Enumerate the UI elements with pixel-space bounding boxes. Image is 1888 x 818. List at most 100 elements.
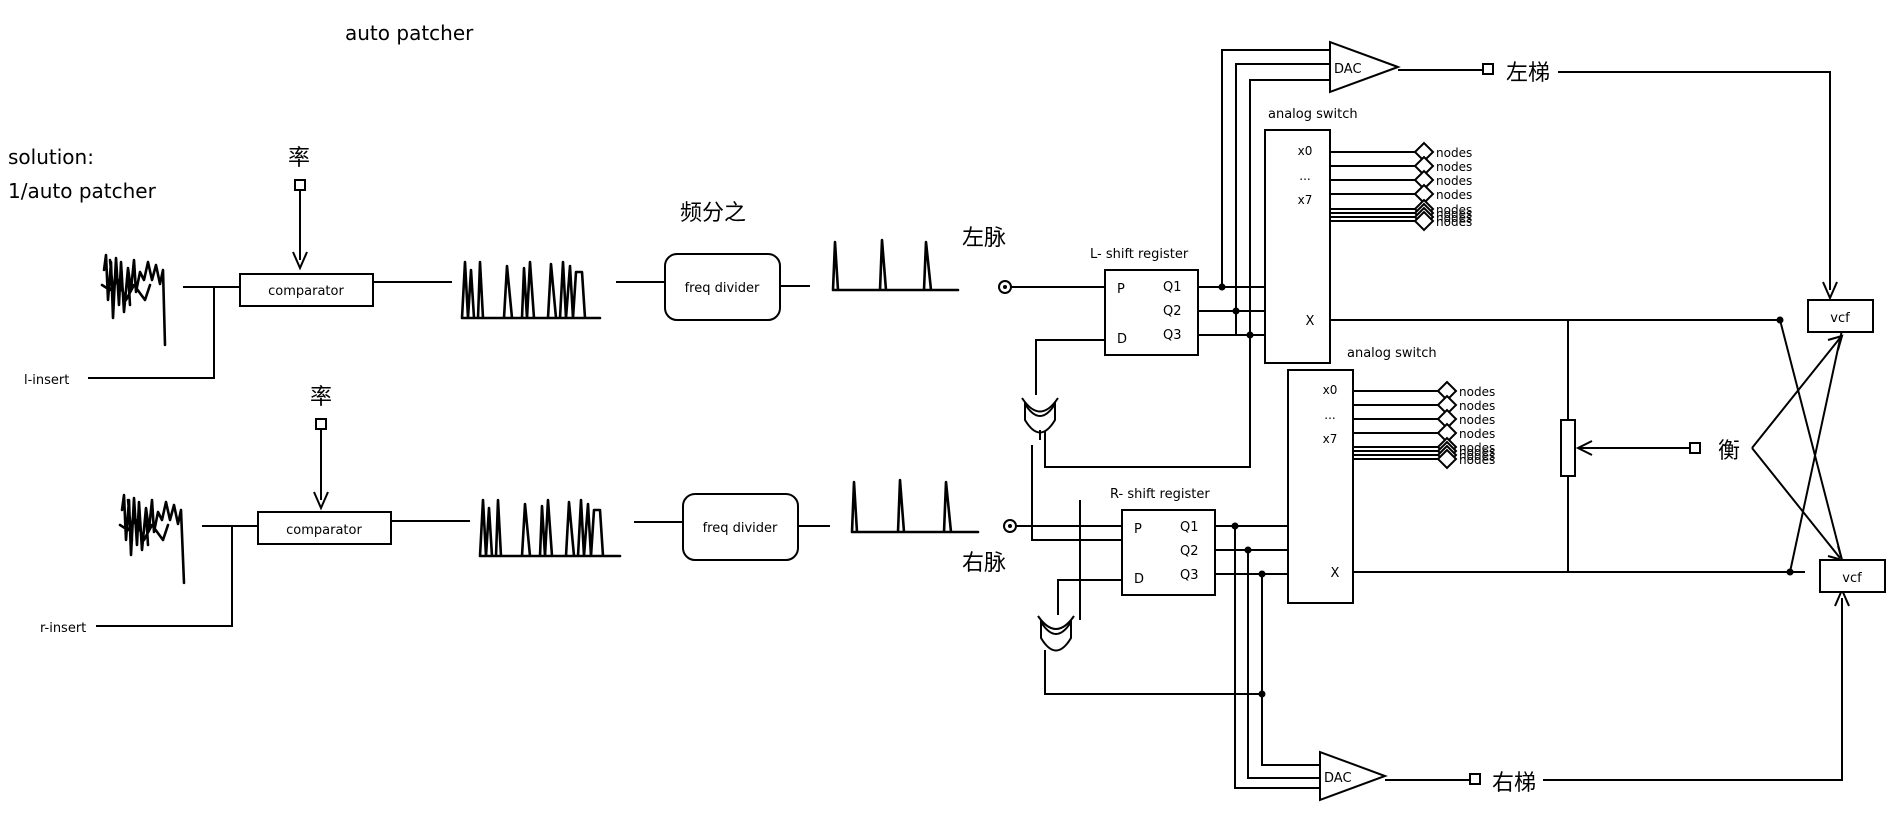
balance-fan-wires bbox=[1751, 337, 1841, 559]
right-feedback-q3 bbox=[1044, 574, 1263, 695]
right-rate-knob[interactable] bbox=[315, 418, 327, 430]
right-node-icon[interactable] bbox=[1436, 394, 1458, 416]
right-node-label: nodes bbox=[1459, 445, 1495, 459]
solution-item: 1/auto patcher bbox=[8, 179, 157, 203]
left-node-icon[interactable] bbox=[1413, 155, 1435, 177]
left-register-label: L- shift register bbox=[1090, 247, 1189, 262]
left-freq-divider-label: freq divider bbox=[685, 281, 760, 296]
left-switch-label: analog switch bbox=[1268, 107, 1358, 122]
left-node-label: nodes bbox=[1436, 203, 1472, 217]
left-vcf-box bbox=[1807, 299, 1874, 333]
balance-potentiometer[interactable] bbox=[1560, 419, 1576, 477]
right-pulse-train bbox=[478, 498, 622, 558]
left-shift-register: L- shift register P D Q1 Q2 Q3 bbox=[1035, 49, 1330, 468]
left-insert-wire bbox=[88, 287, 215, 379]
right-node-icon[interactable] bbox=[1436, 408, 1458, 430]
right-node-label: nodes bbox=[1459, 441, 1495, 455]
right-ladder-jack[interactable] bbox=[1469, 773, 1481, 785]
right-d-input-wire bbox=[1057, 579, 1122, 615]
right-switch-pin-x0: x0 bbox=[1323, 383, 1338, 397]
right-insert-label: r-insert bbox=[40, 621, 86, 636]
right-comparator-box bbox=[257, 511, 392, 545]
left-register-to-dac-wires bbox=[1221, 49, 1330, 335]
left-noise-waveform bbox=[100, 253, 167, 347]
right-dac: DAC 右梯 bbox=[1319, 587, 1850, 802]
left-node-icon[interactable] bbox=[1413, 141, 1435, 163]
right-register-pin-q2: Q2 bbox=[1180, 544, 1199, 559]
right-node-icon[interactable] bbox=[1436, 448, 1458, 470]
right-pulse-label: 右脉 bbox=[962, 551, 1006, 576]
left-feedback-q3 bbox=[1044, 335, 1251, 468]
right-vcf-box bbox=[1819, 559, 1886, 593]
left-node-label: nodes bbox=[1436, 160, 1472, 174]
right-noise-waveform bbox=[118, 493, 186, 585]
left-switch-pin-x: X bbox=[1306, 314, 1315, 329]
left-input-chain: l-insert 率 comparator 频分之 freq divider 左… bbox=[24, 146, 1105, 388]
right-node-label: nodes bbox=[1459, 385, 1495, 399]
right-xor-gate-icon bbox=[1037, 500, 1081, 652]
right-rate-label: 率 bbox=[310, 385, 332, 410]
right-rate-arrow-icon bbox=[313, 491, 329, 511]
right-ladder-label: 右梯 bbox=[1492, 771, 1536, 796]
left-node-label: nodes bbox=[1436, 146, 1472, 160]
left-ladder-jack[interactable] bbox=[1482, 63, 1494, 75]
right-divided-pulses bbox=[850, 478, 980, 534]
left-node-icon[interactable] bbox=[1413, 183, 1435, 205]
right-node-label: nodes bbox=[1459, 453, 1495, 467]
left-node-label: nodes bbox=[1436, 174, 1472, 188]
left-ladder-arrow-icon bbox=[1822, 281, 1838, 301]
right-node-icon[interactable] bbox=[1436, 380, 1458, 402]
right-node-label: nodes bbox=[1459, 449, 1495, 463]
right-ladder-to-vcf-wire bbox=[1543, 598, 1843, 781]
left-node-icon[interactable] bbox=[1413, 169, 1435, 191]
left-comparator-label: comparator bbox=[268, 284, 344, 299]
left-register-pin-d: D bbox=[1117, 332, 1127, 347]
left-xor-gate-icon bbox=[1021, 397, 1123, 560]
left-switch-pin-dots: ... bbox=[1299, 169, 1310, 183]
left-rate-knob[interactable] bbox=[294, 179, 306, 191]
diagram-title: auto patcher bbox=[345, 21, 474, 45]
left-node-label: nodes bbox=[1436, 188, 1472, 202]
right-vcf: vcf bbox=[1819, 559, 1886, 593]
left-dac-label: DAC bbox=[1334, 62, 1362, 77]
left-rate-label: 率 bbox=[288, 146, 310, 171]
left-switch-pin-x0: x0 bbox=[1298, 144, 1313, 158]
left-node-icon[interactable] bbox=[1413, 210, 1435, 232]
right-switch-pin-dots: ... bbox=[1324, 408, 1335, 422]
right-comparator-label: comparator bbox=[286, 523, 362, 538]
left-switch-pin-x7: x7 bbox=[1298, 193, 1313, 207]
right-node-label: nodes bbox=[1459, 413, 1495, 427]
left-ladder-to-vcf-wire bbox=[1558, 71, 1831, 290]
right-register-label: R- shift register bbox=[1110, 487, 1210, 502]
left-pulse-label: 左脉 bbox=[962, 226, 1006, 251]
right-analog-switch: analog switch x0 ... x7 X nodesnodesnode… bbox=[1287, 346, 1805, 604]
right-switch-label: analog switch bbox=[1347, 346, 1437, 361]
vcf-crossover-wires bbox=[1779, 319, 1843, 573]
right-input-chain: r-insert 率 comparator freq divider 右脉 bbox=[40, 385, 1122, 636]
balance-label: 衡 bbox=[1718, 439, 1740, 464]
left-vcf-label: vcf bbox=[1830, 311, 1850, 326]
left-switch-box bbox=[1264, 129, 1331, 364]
balance-jack[interactable] bbox=[1689, 442, 1701, 454]
left-dac-triangle bbox=[1329, 40, 1401, 94]
divider-caption: 频分之 bbox=[680, 201, 746, 226]
right-node-icon[interactable] bbox=[1436, 422, 1458, 444]
left-register-box bbox=[1104, 269, 1199, 356]
right-insert-wire bbox=[96, 526, 233, 627]
left-divided-pulses bbox=[831, 238, 960, 292]
right-register-pin-q3: Q3 bbox=[1180, 568, 1199, 583]
left-register-pin-q1: Q1 bbox=[1163, 280, 1182, 295]
right-register-pin-d: D bbox=[1134, 572, 1144, 587]
left-register-pin-q2: Q2 bbox=[1163, 304, 1182, 319]
right-register-pin-q1: Q1 bbox=[1180, 520, 1199, 535]
right-switch-pin-x7: x7 bbox=[1323, 432, 1338, 446]
right-switch-pin-x: X bbox=[1331, 566, 1340, 581]
right-freq-divider-label: freq divider bbox=[703, 521, 778, 536]
right-shift-register: R- shift register P D Q1 Q2 Q3 bbox=[1044, 487, 1320, 789]
left-ladder-label: 左梯 bbox=[1506, 61, 1550, 86]
left-comparator-box bbox=[239, 273, 374, 307]
